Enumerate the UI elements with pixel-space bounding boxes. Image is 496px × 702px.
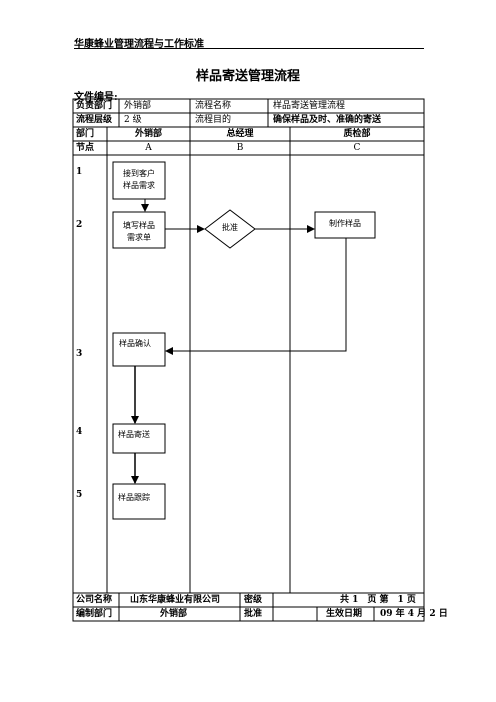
purpose-value: 确保样品及时、准确的寄送	[273, 115, 382, 125]
level-label: 流程层级	[76, 115, 113, 125]
company-value: 山东华康蜂业有限公司	[130, 595, 221, 605]
node-fill-form: 填写样品 需求单	[113, 220, 165, 244]
node-send-sample: 样品寄送	[118, 430, 150, 439]
row-number-2: 2	[76, 220, 83, 230]
arrow-make-to-confirm	[165, 238, 347, 355]
node-approve: 批准	[222, 223, 238, 232]
resp-dept-label: 负责部门	[76, 101, 113, 111]
node-confirm-sample-box	[112, 332, 166, 367]
node-make-sample: 制作样品	[329, 219, 361, 228]
company-label: 公司名称	[76, 595, 113, 605]
node-make-sample-box	[314, 211, 376, 239]
node-send-sample-box	[112, 423, 166, 454]
table-frame	[72, 98, 425, 622]
row-number-4: 4	[76, 427, 83, 437]
document-title: 样品寄送管理流程	[195, 69, 300, 84]
row-number-5: 5	[76, 490, 83, 500]
lane-b-code: B	[236, 143, 244, 153]
node-track-sample: 样品跟踪	[118, 493, 150, 502]
secret-level-label: 密级	[244, 595, 263, 605]
dept-label: 部门	[76, 129, 95, 139]
page-count: 共 1 页 第 1 页	[340, 595, 416, 605]
row-number-3: 3	[76, 349, 83, 359]
level-value: 2 级	[124, 115, 142, 125]
header-divider	[74, 48, 424, 49]
node-confirm-sample: 样品确认	[119, 339, 151, 348]
node-receive-request-line2: 样品需求	[123, 181, 155, 190]
node-track-sample-box	[112, 483, 166, 520]
company-standard-header: 华康蜂业管理流程与工作标准	[74, 39, 204, 50]
author-dept-label: 编制部门	[76, 609, 113, 619]
lane-c-code: C	[353, 143, 361, 153]
effective-date-label: 生效日期	[326, 609, 363, 619]
process-name-value: 样品寄送管理流程	[273, 101, 346, 111]
approve-label: 批准	[244, 609, 263, 619]
effective-date-value: 09 年 4 月 2 日	[380, 609, 448, 619]
lane-a-code: A	[145, 143, 152, 153]
lane-a-dept: 外销部	[134, 129, 162, 139]
node-fill-form-box	[112, 211, 166, 249]
row-number-1: 1	[76, 167, 83, 177]
node-fill-form-line1: 填写样品	[123, 221, 155, 230]
purpose-label: 流程目的	[195, 115, 232, 125]
node-fill-form-line2: 需求单	[127, 233, 151, 242]
node-receive-request-line1: 接到客户	[123, 169, 155, 178]
node-receive-request-box	[112, 161, 166, 200]
node-label: 节点	[76, 143, 95, 153]
resp-dept-value: 外销部	[124, 101, 152, 111]
author-dept-value: 外销部	[160, 609, 188, 619]
lane-c-dept: 质检部	[343, 129, 371, 139]
process-name-label: 流程名称	[195, 101, 232, 111]
file-number-label: 文件编号:	[74, 92, 118, 103]
lane-b-dept: 总经理	[226, 129, 254, 139]
node-receive-request: 接到客户 样品需求	[113, 168, 165, 192]
